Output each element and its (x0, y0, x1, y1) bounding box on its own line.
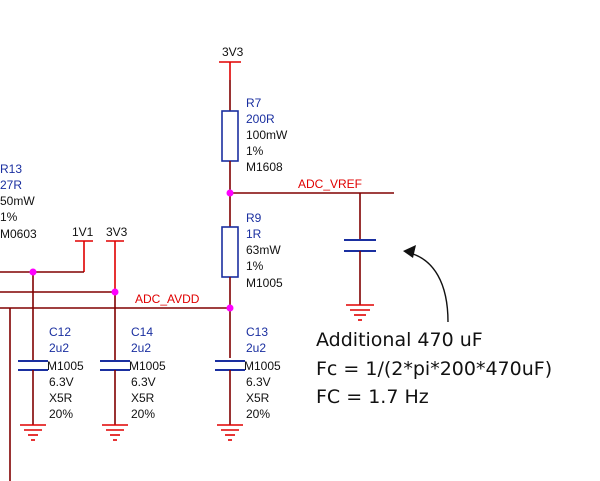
resistor-r7 (221, 110, 239, 162)
r13-value: 27R (0, 178, 22, 192)
power-symbol-1v1: 1V1 (72, 225, 94, 272)
c13-value: 2u2 (246, 341, 266, 355)
c13-dielectric: X5R (246, 391, 270, 405)
power-label-3v3-top: 3V3 (222, 45, 244, 59)
capacitor-additional-470uf (344, 239, 376, 252)
junction-dot-vref (226, 189, 234, 197)
ground-symbol-c12 (20, 424, 46, 441)
c14-value: 2u2 (131, 341, 151, 355)
r7-tolerance: 1% (246, 144, 264, 158)
r13-power: 50mW (0, 194, 35, 208)
r7-package: M1608 (246, 160, 283, 174)
c14-package: M1005 (129, 359, 166, 373)
c12-labels: C12 2u2 M1005 6.3V X5R 20% (47, 325, 84, 421)
annotation-line-3: FC = 1.7 Hz (316, 386, 429, 408)
c12-ref: C12 (49, 325, 71, 339)
c14-labels: C14 2u2 M1005 6.3V X5R 20% (129, 325, 166, 421)
annotation-arrow (403, 245, 449, 323)
annotation-line-2: Fc = 1/(2*pi*200*470uF) (316, 358, 552, 380)
c14-tolerance: 20% (131, 407, 155, 421)
c14-voltage: 6.3V (131, 375, 156, 389)
r13-tolerance: 1% (0, 210, 18, 224)
c12-package: M1005 (47, 359, 84, 373)
r13-labels: R13 27R 50mW 1% M0603 (0, 162, 37, 241)
c12-value: 2u2 (49, 341, 69, 355)
r13-package: M0603 (0, 227, 37, 241)
junction-dot-avdd (226, 304, 234, 312)
r9-power: 63mW (246, 243, 281, 257)
r9-package: M1005 (246, 276, 283, 290)
net-label-adc-avdd: ADC_AVDD (135, 292, 200, 306)
resistor-r9 (221, 226, 239, 278)
c12-tolerance: 20% (49, 407, 73, 421)
c14-dielectric: X5R (131, 391, 155, 405)
c12-voltage: 6.3V (49, 375, 74, 389)
power-symbol-3v3-top: 3V3 (219, 45, 244, 80)
c13-voltage: 6.3V (246, 375, 271, 389)
ground-symbol-vref-cap (346, 304, 374, 321)
r9-labels: R9 1R 63mW 1% M1005 (246, 211, 283, 290)
capacitor-c13 (215, 360, 245, 371)
c13-tolerance: 20% (246, 407, 270, 421)
r7-ref: R7 (246, 96, 262, 110)
r7-labels: R7 200R 100mW 1% M1608 (246, 96, 288, 174)
r7-value: 200R (246, 112, 275, 126)
r7-power: 100mW (246, 128, 288, 142)
capacitor-c12 (18, 360, 48, 371)
r9-ref: R9 (246, 211, 262, 225)
c12-dielectric: X5R (49, 391, 73, 405)
power-label-3v3-left: 3V3 (106, 225, 128, 239)
annotation-line-1: Additional 470 uF (316, 329, 483, 351)
ground-symbol-c14 (102, 424, 128, 441)
c13-labels: C13 2u2 M1005 6.3V X5R 20% (244, 325, 281, 421)
c13-package: M1005 (244, 359, 281, 373)
power-label-1v1: 1V1 (72, 225, 94, 239)
r13-ref: R13 (0, 162, 22, 176)
r9-value: 1R (246, 227, 262, 241)
c13-ref: C13 (246, 325, 268, 339)
net-label-adc-vref: ADC_VREF (298, 177, 362, 191)
junction-dot-1v1 (29, 268, 37, 276)
power-symbol-3v3-left: 3V3 (106, 225, 128, 292)
c14-ref: C14 (131, 325, 153, 339)
junction-dot-3v3 (111, 288, 119, 296)
capacitor-c14 (100, 360, 130, 371)
r9-tolerance: 1% (246, 259, 264, 273)
ground-symbol-c13 (217, 424, 243, 441)
